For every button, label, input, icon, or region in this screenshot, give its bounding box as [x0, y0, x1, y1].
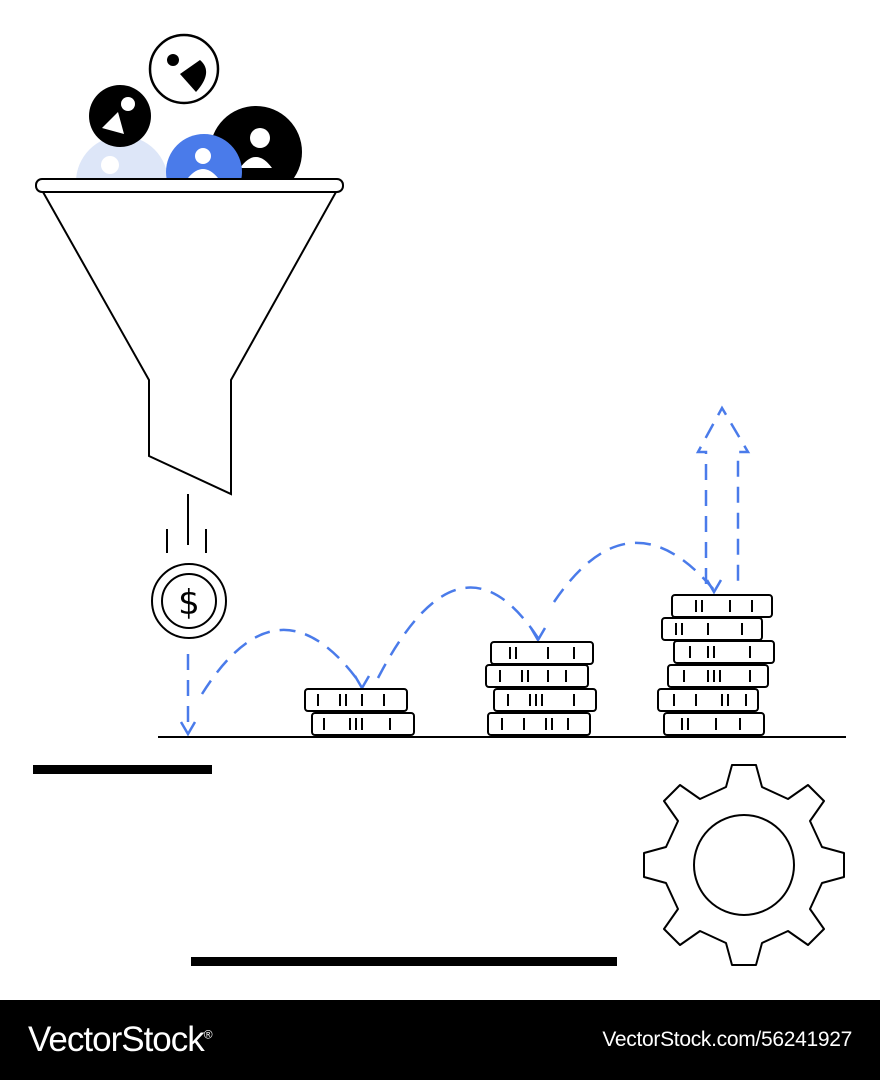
- decorative-bar-left: [33, 765, 212, 774]
- footer-bar: VectorStock® VectorStock.com/56241927: [0, 1000, 880, 1080]
- funnel-revenue-illustration: $: [33, 33, 846, 966]
- user-avatars-group: [76, 33, 302, 181]
- motion-lines: [166, 494, 207, 553]
- dashed-arrow-path: [186, 405, 751, 734]
- user-avatar-icon: [166, 134, 242, 181]
- arrowheads: [179, 579, 723, 737]
- svg-text:$: $: [178, 583, 200, 623]
- brand-logo[interactable]: VectorStock®: [28, 1020, 213, 1060]
- decorative-bar-bottom: [191, 957, 617, 966]
- coin-stack-medium: [485, 641, 597, 736]
- coin-stack-small: [304, 688, 415, 736]
- user-avatar-icon: [89, 85, 151, 147]
- gear-icon: [643, 764, 845, 966]
- dollar-coin-icon: $: [151, 563, 227, 639]
- funnel-icon: [35, 178, 344, 496]
- brand-name: VectorStock: [28, 1020, 205, 1059]
- registered-mark: ®: [203, 1027, 213, 1042]
- user-avatar-icon: [148, 33, 220, 105]
- coin-stack-large: [657, 594, 775, 736]
- user-avatar-icon: [76, 136, 168, 181]
- image-url[interactable]: VectorStock.com/56241927: [602, 1028, 852, 1051]
